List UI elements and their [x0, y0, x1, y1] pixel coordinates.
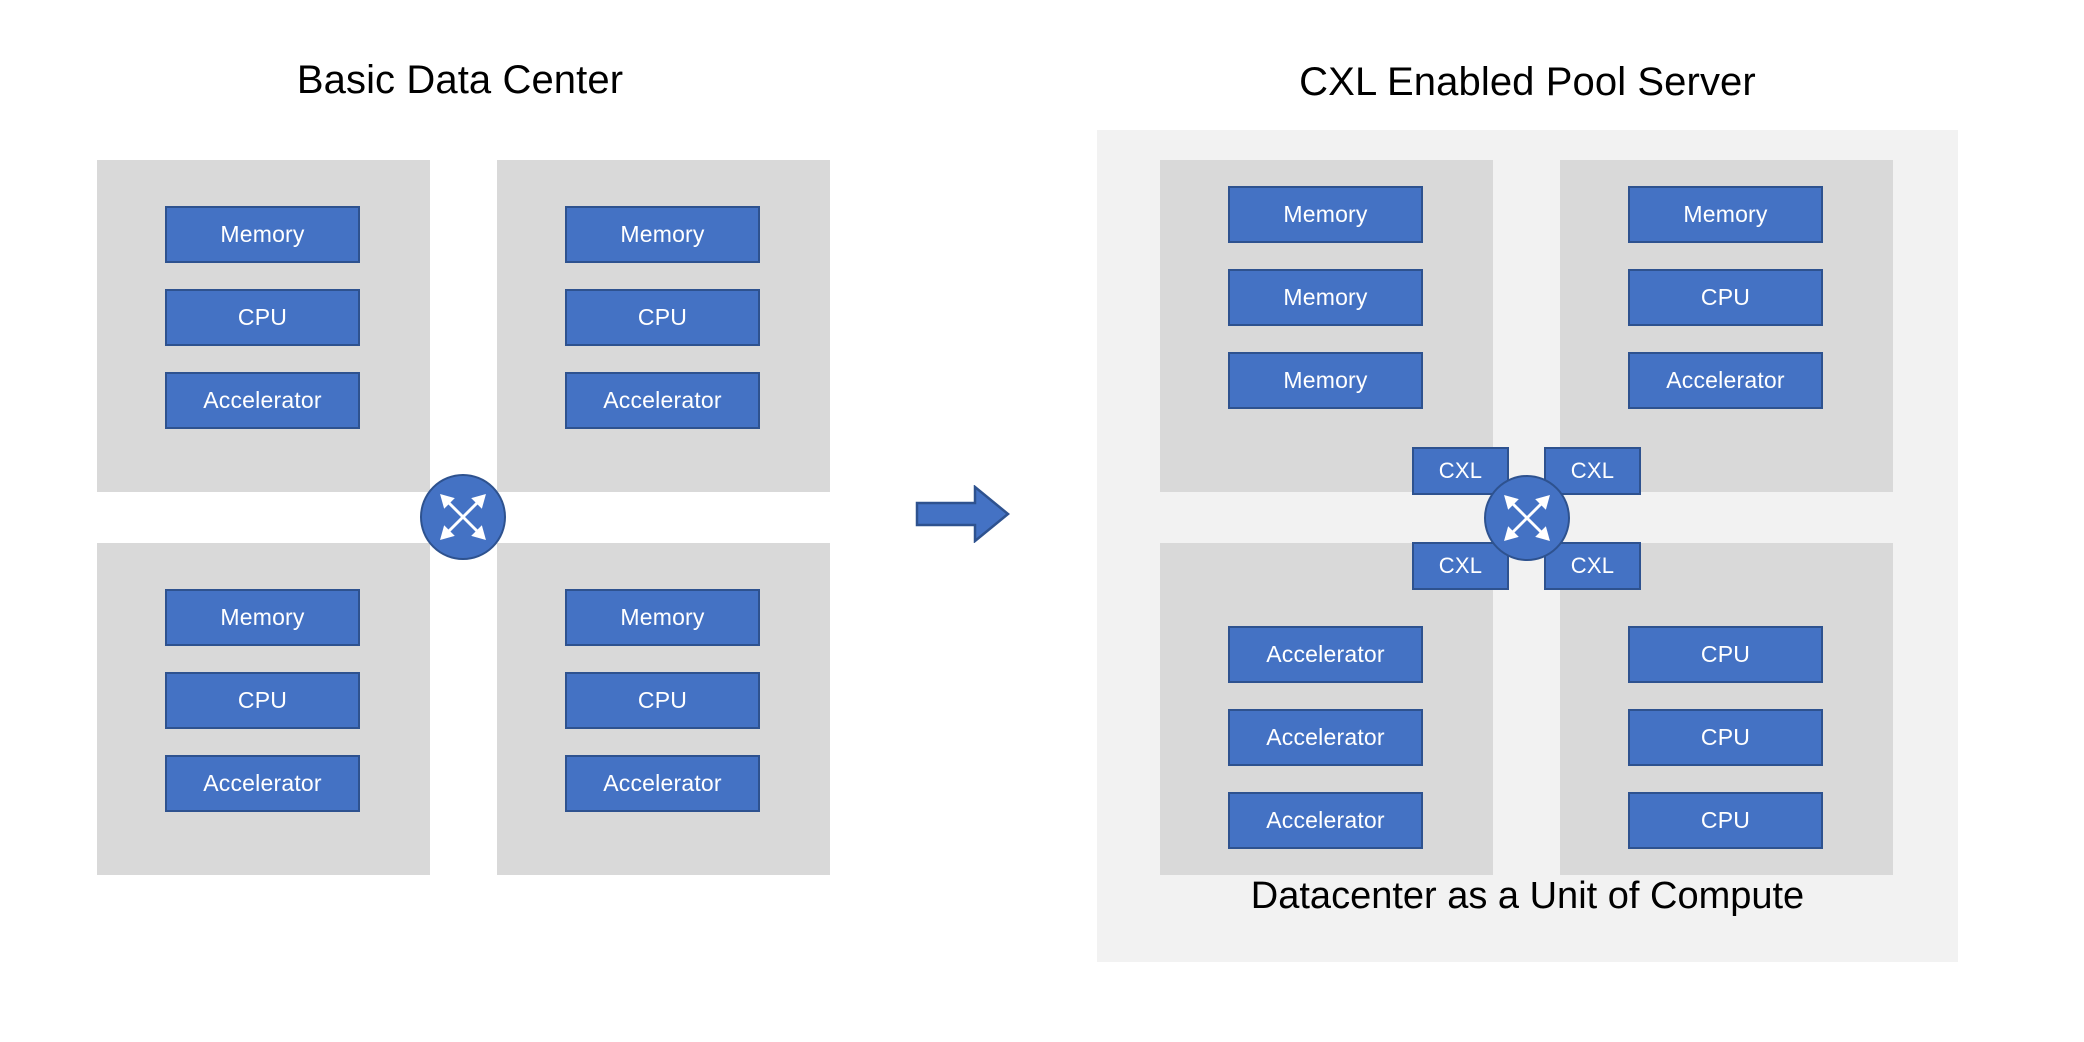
- right-arrow-icon: [915, 485, 1010, 543]
- component-box: CPU: [565, 289, 760, 346]
- component-box: Accelerator: [1228, 709, 1423, 766]
- component-box: Memory: [1628, 186, 1823, 243]
- component-box: Memory: [165, 589, 360, 646]
- cxl-port-box: CXL: [1544, 447, 1641, 495]
- cxl-pool-outer-container: Memory Memory Memory CXL Memory CPU Acce…: [1097, 130, 1958, 962]
- component-box: CPU: [1628, 269, 1823, 326]
- component-box: CPU: [165, 672, 360, 729]
- component-box: Accelerator: [565, 755, 760, 812]
- cxl-port-box: CXL: [1544, 542, 1641, 590]
- pool-caption: Datacenter as a Unit of Compute: [1250, 875, 1805, 917]
- network-switch-icon: [1484, 475, 1570, 561]
- pool-panel-bottom-right: CPU CPU CPU: [1560, 543, 1893, 875]
- network-switch-icon: [420, 474, 506, 560]
- component-box: Accelerator: [565, 372, 760, 429]
- component-box: Accelerator: [1228, 792, 1423, 849]
- server-panel-top-left: Memory CPU Accelerator: [97, 160, 430, 492]
- pool-panel-bottom-left: Accelerator Accelerator Accelerator: [1160, 543, 1493, 875]
- server-panel-bottom-left: Memory CPU Accelerator: [97, 543, 430, 875]
- component-box: Memory: [1228, 352, 1423, 409]
- server-panel-top-right: Memory CPU Accelerator: [497, 160, 830, 492]
- pool-panel-top-left: Memory Memory Memory: [1160, 160, 1493, 492]
- component-box: CPU: [1628, 709, 1823, 766]
- component-box: CPU: [565, 672, 760, 729]
- component-box: Memory: [165, 206, 360, 263]
- right-diagram-title: CXL Enabled Pool Server: [1299, 60, 1756, 104]
- component-box: CPU: [1628, 626, 1823, 683]
- cxl-port-box: CXL: [1412, 447, 1509, 495]
- component-box: Accelerator: [165, 755, 360, 812]
- component-box: Memory: [565, 589, 760, 646]
- left-diagram-title: Basic Data Center: [296, 58, 624, 102]
- component-box: CPU: [1628, 792, 1823, 849]
- component-box: Memory: [565, 206, 760, 263]
- component-box: Accelerator: [1228, 626, 1423, 683]
- cxl-port-box: CXL: [1412, 542, 1509, 590]
- component-box: Memory: [1228, 186, 1423, 243]
- pool-panel-top-right: Memory CPU Accelerator: [1560, 160, 1893, 492]
- server-panel-bottom-right: Memory CPU Accelerator: [497, 543, 830, 875]
- component-box: Memory: [1228, 269, 1423, 326]
- component-box: CPU: [165, 289, 360, 346]
- component-box: Accelerator: [1628, 352, 1823, 409]
- component-box: Accelerator: [165, 372, 360, 429]
